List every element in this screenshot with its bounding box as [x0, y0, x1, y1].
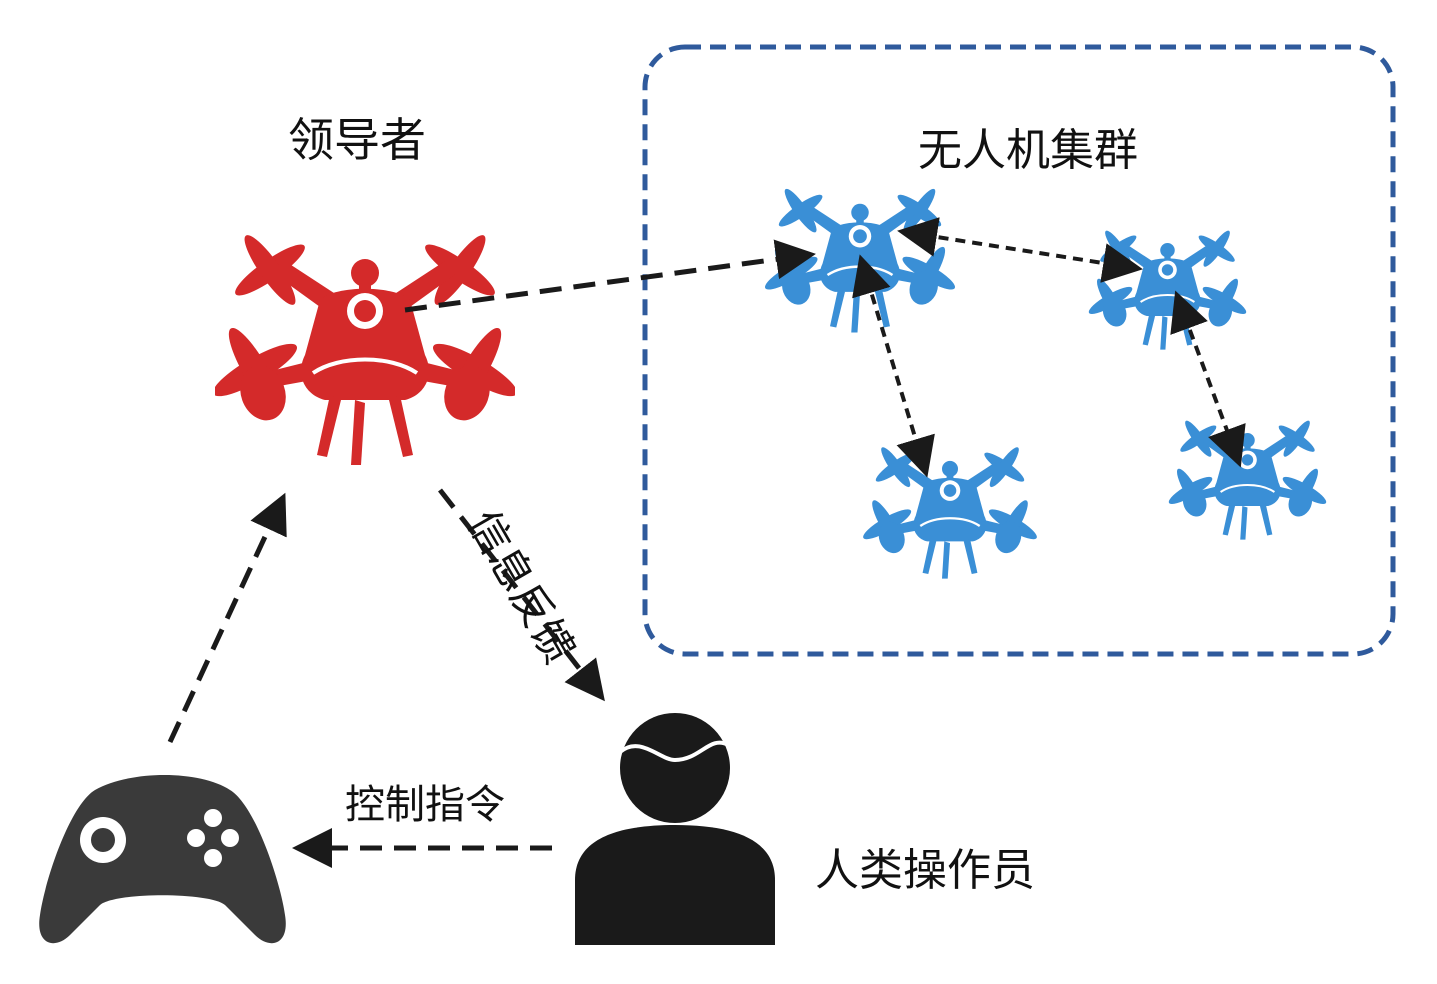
person-icon [575, 713, 775, 945]
leader-drone-icon [215, 227, 515, 467]
swarm-link-arrow [897, 217, 1143, 283]
swarm-link-arrow [1170, 290, 1246, 468]
gamepad-icon [39, 775, 286, 944]
swarm-drone-icon [1084, 226, 1251, 352]
swarm-title: 无人机集群 [918, 125, 1138, 176]
swarm-drone-icon [858, 442, 1042, 581]
swarm-boundary [642, 44, 1396, 657]
leader-title: 领导者 [288, 113, 426, 167]
swarm-link-arrow [852, 254, 935, 478]
operator-label: 人类操作员 [815, 845, 1035, 896]
feedback-arrow [438, 488, 605, 702]
control-command-label: 控制指令 [345, 782, 505, 828]
swarm-drone-icon [1164, 416, 1331, 542]
controller-to-leader-arrow [167, 492, 287, 744]
